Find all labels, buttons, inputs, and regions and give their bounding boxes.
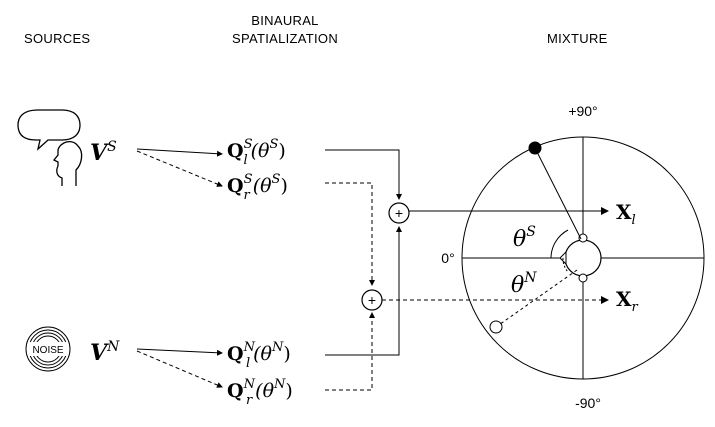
theta-n-arc	[562, 257, 569, 273]
line-qr-noise-to-right-sum	[325, 312, 375, 391]
theta-s-arc	[550, 229, 569, 259]
header-spatialization-line1: BINAURAL	[251, 13, 319, 28]
header-spatialization: BINAURAL SPATIALIZATION	[210, 12, 360, 48]
speech-bubble-icon	[17, 109, 81, 151]
output-xl-label: Xl	[616, 200, 636, 228]
noise-source-symbol: VN	[90, 339, 120, 366]
arrow-noise-to-left-filter	[136, 348, 223, 356]
angle-label-top: +90°	[568, 103, 597, 119]
line-ql-noise-to-left-sum	[325, 226, 402, 356]
left-sum-plus: +	[395, 205, 403, 221]
noise-direction-line	[495, 269, 578, 328]
noise-icon-text: NOISE	[32, 345, 63, 356]
head-profile-icon	[52, 140, 83, 186]
header-sources: SOURCES	[24, 31, 91, 46]
left-ear	[578, 233, 588, 243]
noise-icon	[25, 326, 71, 372]
right-ear	[578, 273, 588, 283]
speaker-icon	[17, 109, 83, 186]
left-sum-junction	[388, 202, 410, 224]
angle-label-bottom: -90°	[575, 395, 601, 411]
right-sum-plus: +	[368, 292, 376, 308]
line-ql-speech-to-left-sum	[325, 149, 402, 200]
line-qr-speech-to-right-sum	[325, 182, 375, 286]
arrow-speech-to-left-filter	[136, 148, 223, 157]
arrow-speech-to-right-filter	[136, 150, 223, 187]
speech-direction-line	[534, 147, 582, 240]
arrow-noise-to-right-filter	[136, 350, 223, 388]
noise-position-marker	[489, 320, 503, 334]
output-xr-label: Xr	[616, 287, 639, 315]
header-mixture: MIXTURE	[547, 31, 608, 46]
speech-source-symbol: VS	[90, 139, 117, 166]
speech-position-marker	[528, 141, 542, 155]
header-spatialization-line2: SPATIALIZATION	[231, 31, 339, 46]
theta-s-label: θS	[513, 224, 536, 252]
listener-head	[559, 233, 602, 283]
theta-n-label: θN	[511, 270, 537, 298]
angle-label-left: 0°	[441, 250, 454, 266]
